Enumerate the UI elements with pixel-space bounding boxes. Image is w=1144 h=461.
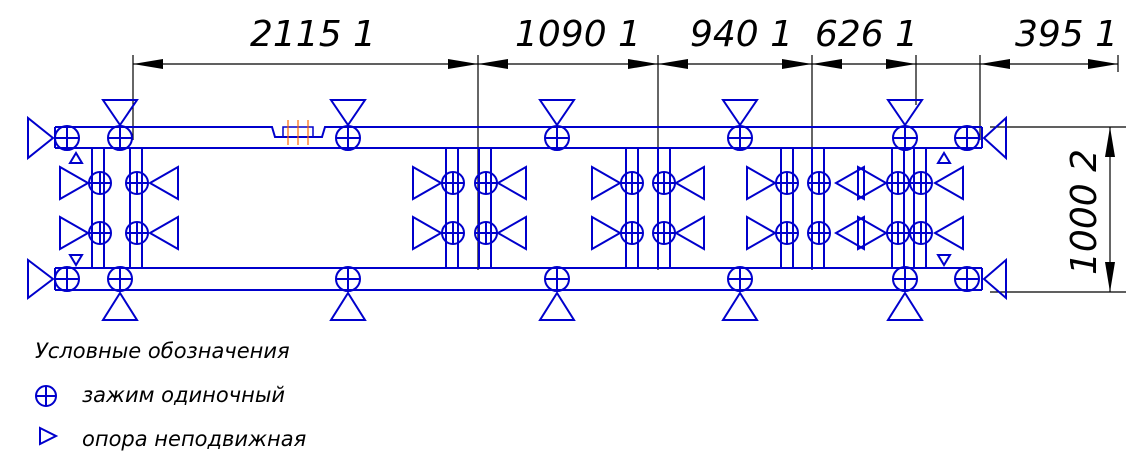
clamp-icon [775, 171, 799, 195]
support-icon [857, 165, 889, 201]
dimension-top-2: 1090 1 [515, 14, 641, 55]
clamp-icon [892, 125, 918, 151]
clamp-icon [807, 221, 831, 245]
clamp-icon [474, 221, 498, 245]
clamp-icon [335, 266, 361, 292]
clamp-icon [727, 125, 753, 151]
support-icon [982, 115, 1007, 161]
clamp-icon [441, 171, 465, 195]
support-icon [329, 99, 367, 127]
clamp-icon [886, 171, 910, 195]
support-icon [932, 165, 964, 201]
support-icon [27, 115, 55, 161]
support-icon [59, 215, 91, 251]
support-icon [59, 165, 91, 201]
clamp-icon [620, 171, 644, 195]
support-icon [936, 151, 952, 164]
dimension-top-1: 2115 1 [250, 14, 376, 55]
weld-mark [282, 120, 314, 145]
support-icon [538, 291, 576, 321]
clamp-icon [474, 171, 498, 195]
clamp-icon [727, 266, 753, 292]
support-icon [495, 215, 527, 251]
support-icon [101, 99, 139, 127]
clamp-icon [54, 266, 80, 292]
clamp-icon [107, 266, 133, 292]
support-icon [982, 257, 1007, 301]
support-icon [538, 99, 576, 127]
clamp-icon [620, 221, 644, 245]
support-icon [101, 291, 139, 321]
clamp-icon [544, 266, 570, 292]
support-icon [27, 257, 55, 301]
support-icon [833, 215, 865, 251]
clamp-icon [125, 171, 149, 195]
dimension-right: 1000 2 [1064, 149, 1105, 275]
frame-rails [54, 126, 983, 291]
support-icon [39, 426, 59, 446]
clamp-icon [335, 125, 361, 151]
support-icon [412, 215, 444, 251]
clamp-icon [54, 125, 80, 151]
support-icon [591, 215, 623, 251]
support-icon [721, 99, 759, 127]
clamp-icon [107, 125, 133, 151]
clamp-icon [88, 171, 112, 195]
support-icon [591, 165, 623, 201]
clamp-icon [954, 266, 980, 292]
support-icon [746, 215, 778, 251]
clamp-icon [652, 171, 676, 195]
dimension-top-5: 395 1 [1015, 14, 1118, 55]
support-icon [495, 165, 527, 201]
support-icon [673, 215, 705, 251]
support-icon [68, 254, 84, 267]
clamp-icon [775, 221, 799, 245]
support-icon [936, 254, 952, 267]
support-icon [746, 165, 778, 201]
clamp-icon [886, 221, 910, 245]
clamp-icon [909, 221, 933, 245]
legend-title: Условные обозначения [35, 339, 290, 363]
legend-support-label: опора неподвижная [82, 427, 306, 451]
dimension-top-3: 940 1 [690, 14, 793, 55]
clamp-icon [909, 171, 933, 195]
clamp-icon [652, 221, 676, 245]
support-icon [673, 165, 705, 201]
legend: Условные обозначения зажим одиночный опо… [35, 339, 306, 451]
dimension-lines [132, 55, 1126, 293]
support-icon [721, 291, 759, 321]
supports [27, 99, 1007, 321]
clamp-icon [544, 125, 570, 151]
dimension-arrows [133, 59, 1118, 292]
support-icon [68, 151, 84, 164]
support-icon [833, 165, 865, 201]
cross-members [91, 148, 927, 268]
support-icon [329, 291, 367, 321]
support-icon [932, 215, 964, 251]
support-icon [886, 99, 924, 127]
clamp-icon [35, 385, 57, 407]
dimension-top-4: 626 1 [815, 14, 918, 55]
clamp-icon [441, 221, 465, 245]
support-icon [857, 215, 889, 251]
clamp-icon [125, 221, 149, 245]
support-icon [147, 215, 179, 251]
support-icon [147, 165, 179, 201]
clamps [54, 125, 980, 292]
legend-clamp-label: зажим одиночный [82, 383, 285, 407]
clamp-icon [954, 125, 980, 151]
support-icon [886, 291, 924, 321]
clamp-icon [892, 266, 918, 292]
support-icon [412, 165, 444, 201]
clamp-icon [807, 171, 831, 195]
clamp-icon [88, 221, 112, 245]
